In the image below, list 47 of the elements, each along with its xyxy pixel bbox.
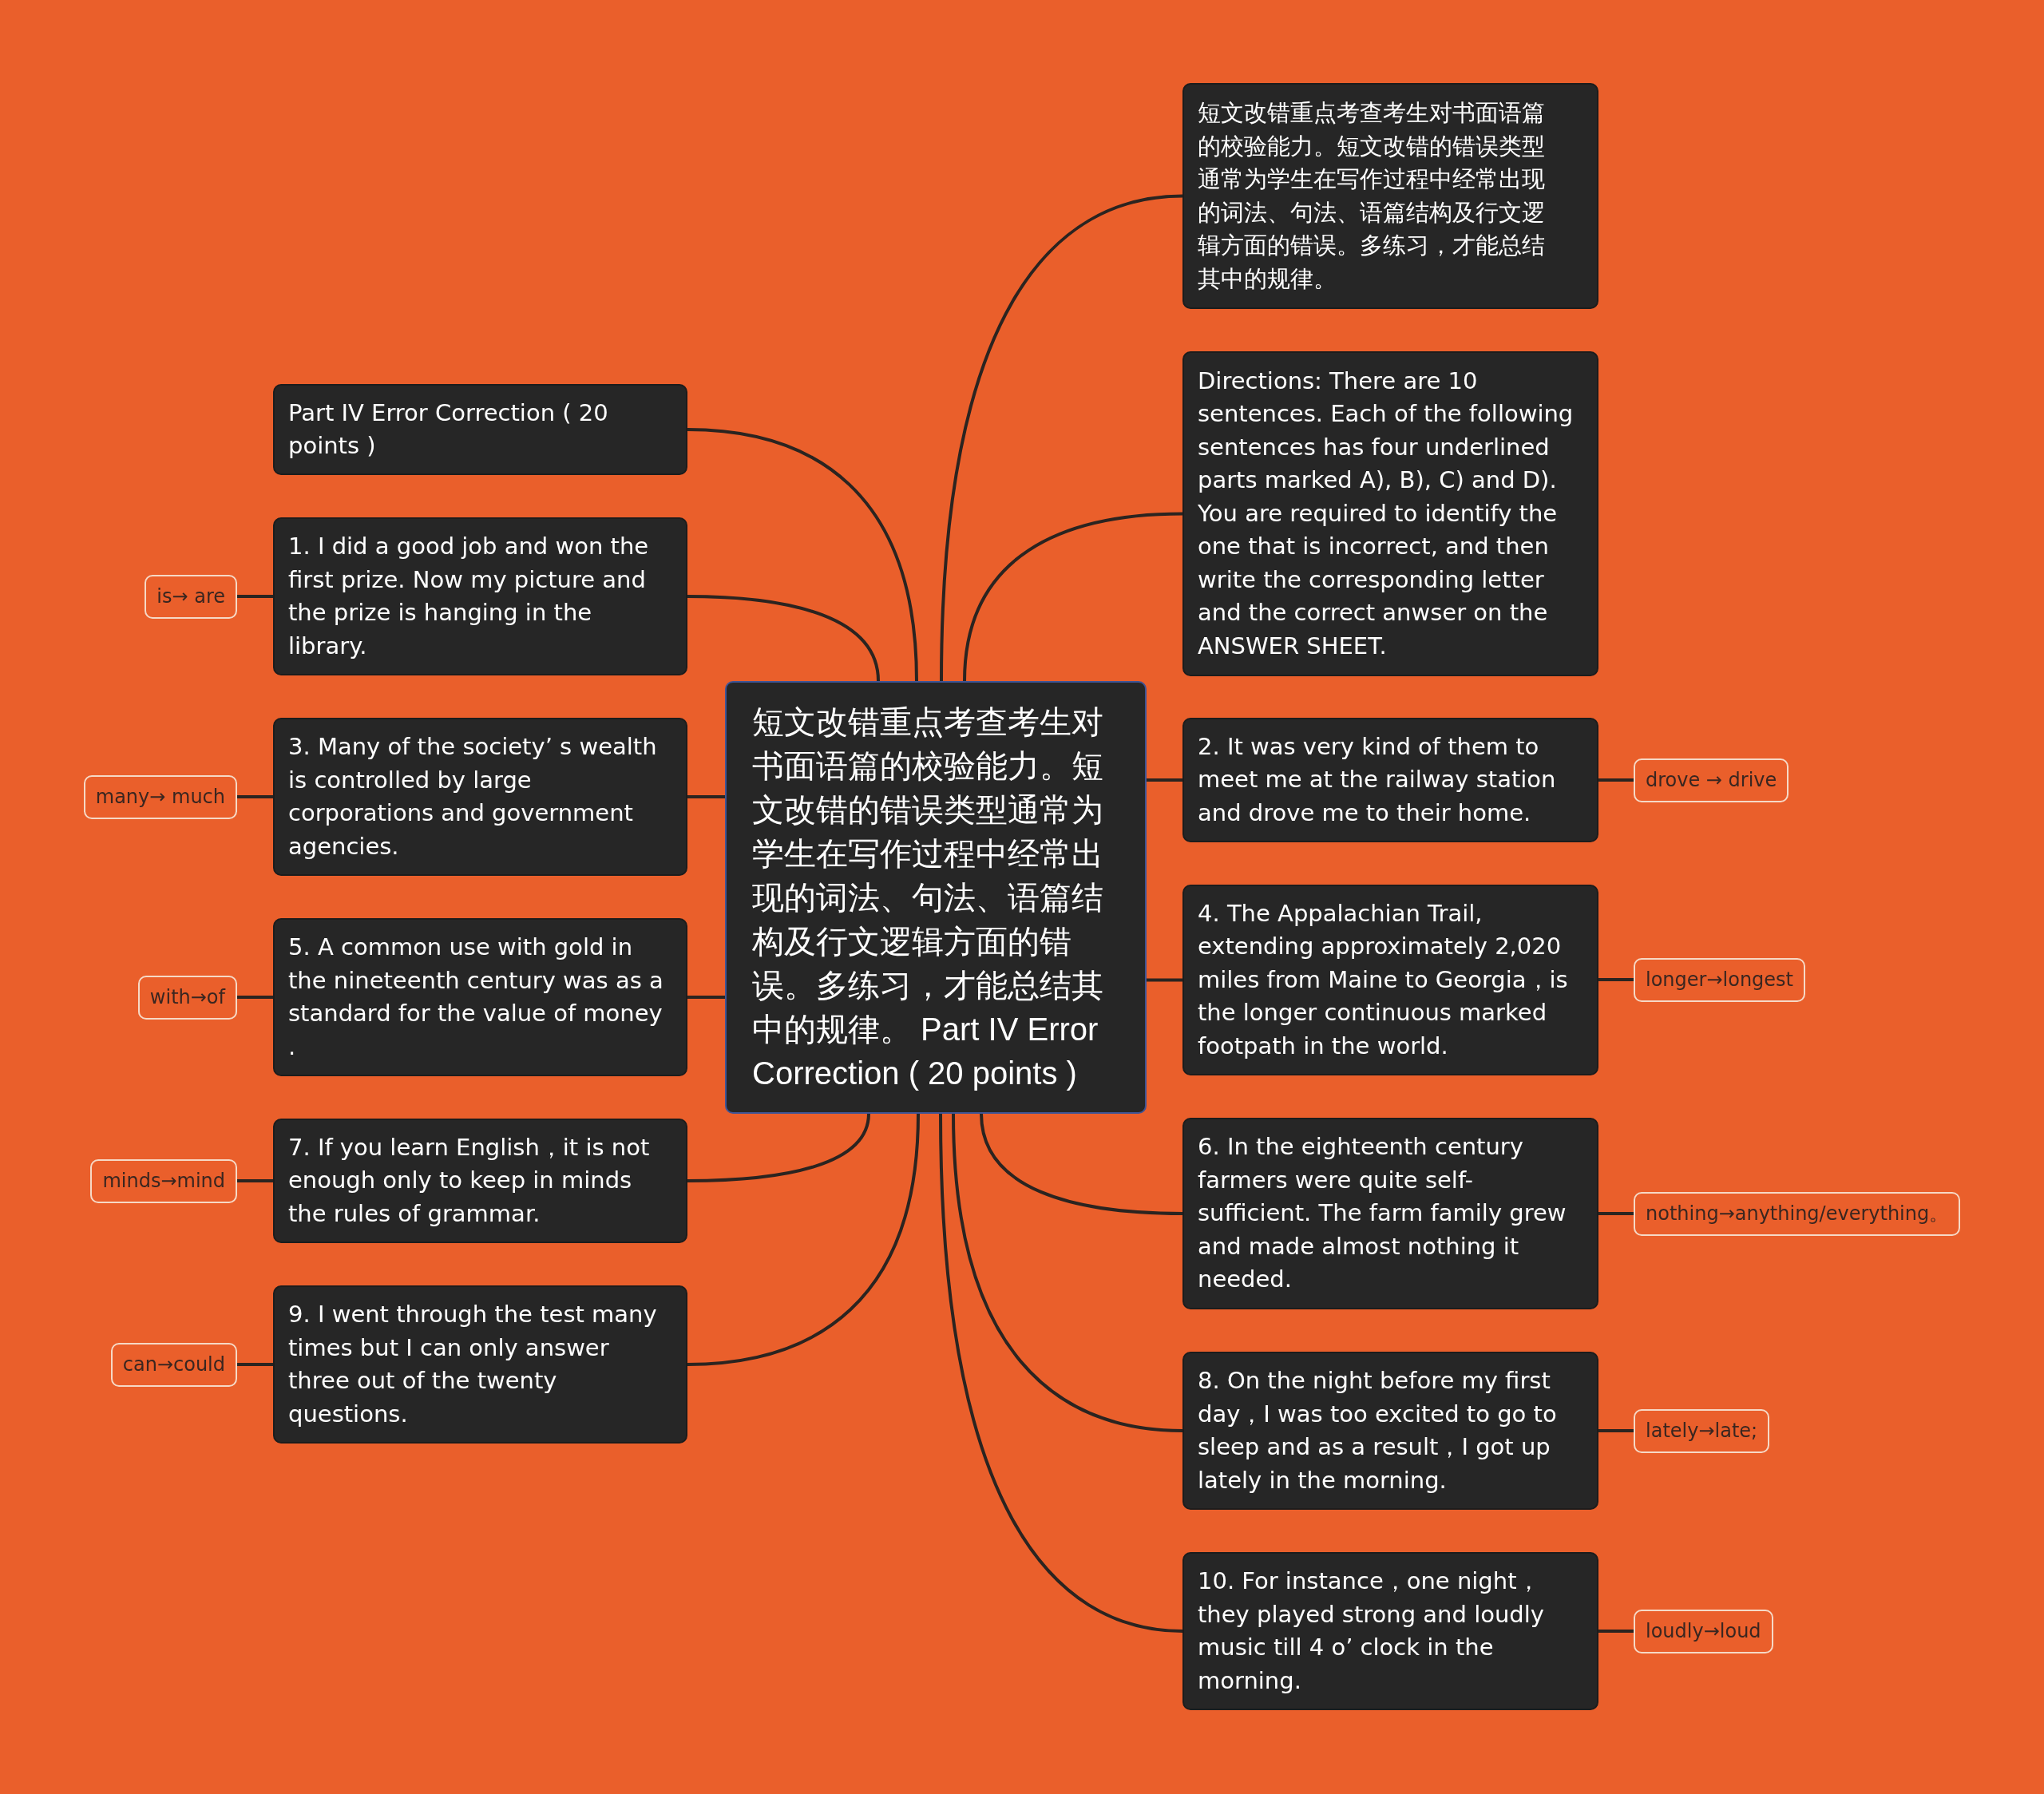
- branch-line: [1147, 778, 1182, 782]
- topic-box: 5. A common use with gold in the nineteenth century was as a standard for the value of money .: [273, 918, 687, 1076]
- branch-line: [237, 795, 273, 798]
- topic-box: Part IV Error Correction ( 20 points ): [273, 384, 687, 475]
- topic-box: 10. For instance，one night，they played strong and loudly music till 4 o’ clock in the morning.: [1182, 1552, 1598, 1710]
- correction-tag: loudly→loud: [1634, 1609, 1773, 1653]
- branch-line: [237, 595, 273, 598]
- topic-box: 6. In the eighteenth century farmers were quite self-sufficient. The farm family grew and made almost nothing it needed.: [1182, 1118, 1598, 1309]
- branch-line: [940, 194, 1183, 682]
- branch-line: [1598, 1212, 1634, 1215]
- topic-box: 1. I did a good job and won the first prize. Now my picture and the prize is hanging in the library.: [273, 517, 687, 675]
- topic-box: 8. On the night before my first day，I was too excited to go to sleep and as a result，I got up lately in the morning.: [1182, 1352, 1598, 1510]
- branch-line: [1598, 1630, 1634, 1633]
- correction-tag: with→of: [137, 975, 237, 1020]
- branch-line: [687, 996, 725, 999]
- branch-line: [980, 1113, 1183, 1215]
- branch-line: [687, 1113, 870, 1182]
- topic-box: Directions: There are 10 sentences. Each of the following sentences has four underlined parts marked A), B), C) and D). You are required to identify the one that is incorrect, and then write the corresponding letter and the correct anwser on the ANSWER SHEET.: [1182, 351, 1598, 676]
- correction-tag: nothing→anything/everything。: [1634, 1191, 1961, 1236]
- branch-line: [1147, 978, 1182, 982]
- branch-line: [1598, 978, 1634, 981]
- correction-tag: many→ much: [83, 774, 237, 819]
- branch-line: [1598, 1429, 1634, 1432]
- branch-line: [939, 1113, 1183, 1633]
- topic-box: 4. The Appalachian Trail, extending approximately 2,020 miles from Maine to Georgia，is the longer continuous marked footpath in the world.: [1182, 885, 1598, 1075]
- topic-box: 短文改错重点考查考生对书面语篇的校验能力。短文改错的错误类型通常为学生在写作过程中经常出现的词法、句法、语篇结构及行文逻辑方面的错误。多练习，才能总结其中的规律。: [1182, 83, 1598, 309]
- correction-tag: longer→longest: [1634, 957, 1805, 1002]
- correction-tag: drove → drive: [1634, 758, 1789, 802]
- topic-box: 7. If you learn English，it is not enough only to keep in minds the rules of grammar.: [273, 1119, 687, 1243]
- topic-box: 9. I went through the test many times but I can only answer three out of the twenty questions.: [273, 1285, 687, 1444]
- branch-line: [687, 595, 880, 682]
- branch-line: [687, 795, 725, 798]
- correction-tag: is→ are: [145, 574, 237, 619]
- topic-box: 2. It was very kind of them to meet me at the railway station and drove me to their home.: [1182, 718, 1598, 842]
- branch-line: [687, 1113, 920, 1366]
- topic-box: 3. Many of the society’ s wealth is controlled by large corporations and government agencies.: [273, 718, 687, 876]
- branch-line: [952, 1113, 1183, 1432]
- branch-line: [1598, 778, 1634, 782]
- correction-tag: can→could: [110, 1342, 237, 1387]
- correction-tag: lately→late;: [1634, 1408, 1770, 1453]
- branch-line: [237, 996, 273, 999]
- branch-line: [237, 1179, 273, 1182]
- central-topic: 短文改错重点考查考生对书面语篇的校验能力。短文改错的错误类型通常为学生在写作过程中经常出现的词法、句法、语篇结构及行文逻辑方面的错误。多练习，才能总结其中的规律。 Part IV Error Correction ( 20 points ): [725, 681, 1147, 1114]
- branch-line: [963, 512, 1183, 682]
- correction-tag: minds→mind: [90, 1158, 237, 1203]
- branch-line: [687, 428, 918, 682]
- branch-line: [237, 1363, 273, 1366]
